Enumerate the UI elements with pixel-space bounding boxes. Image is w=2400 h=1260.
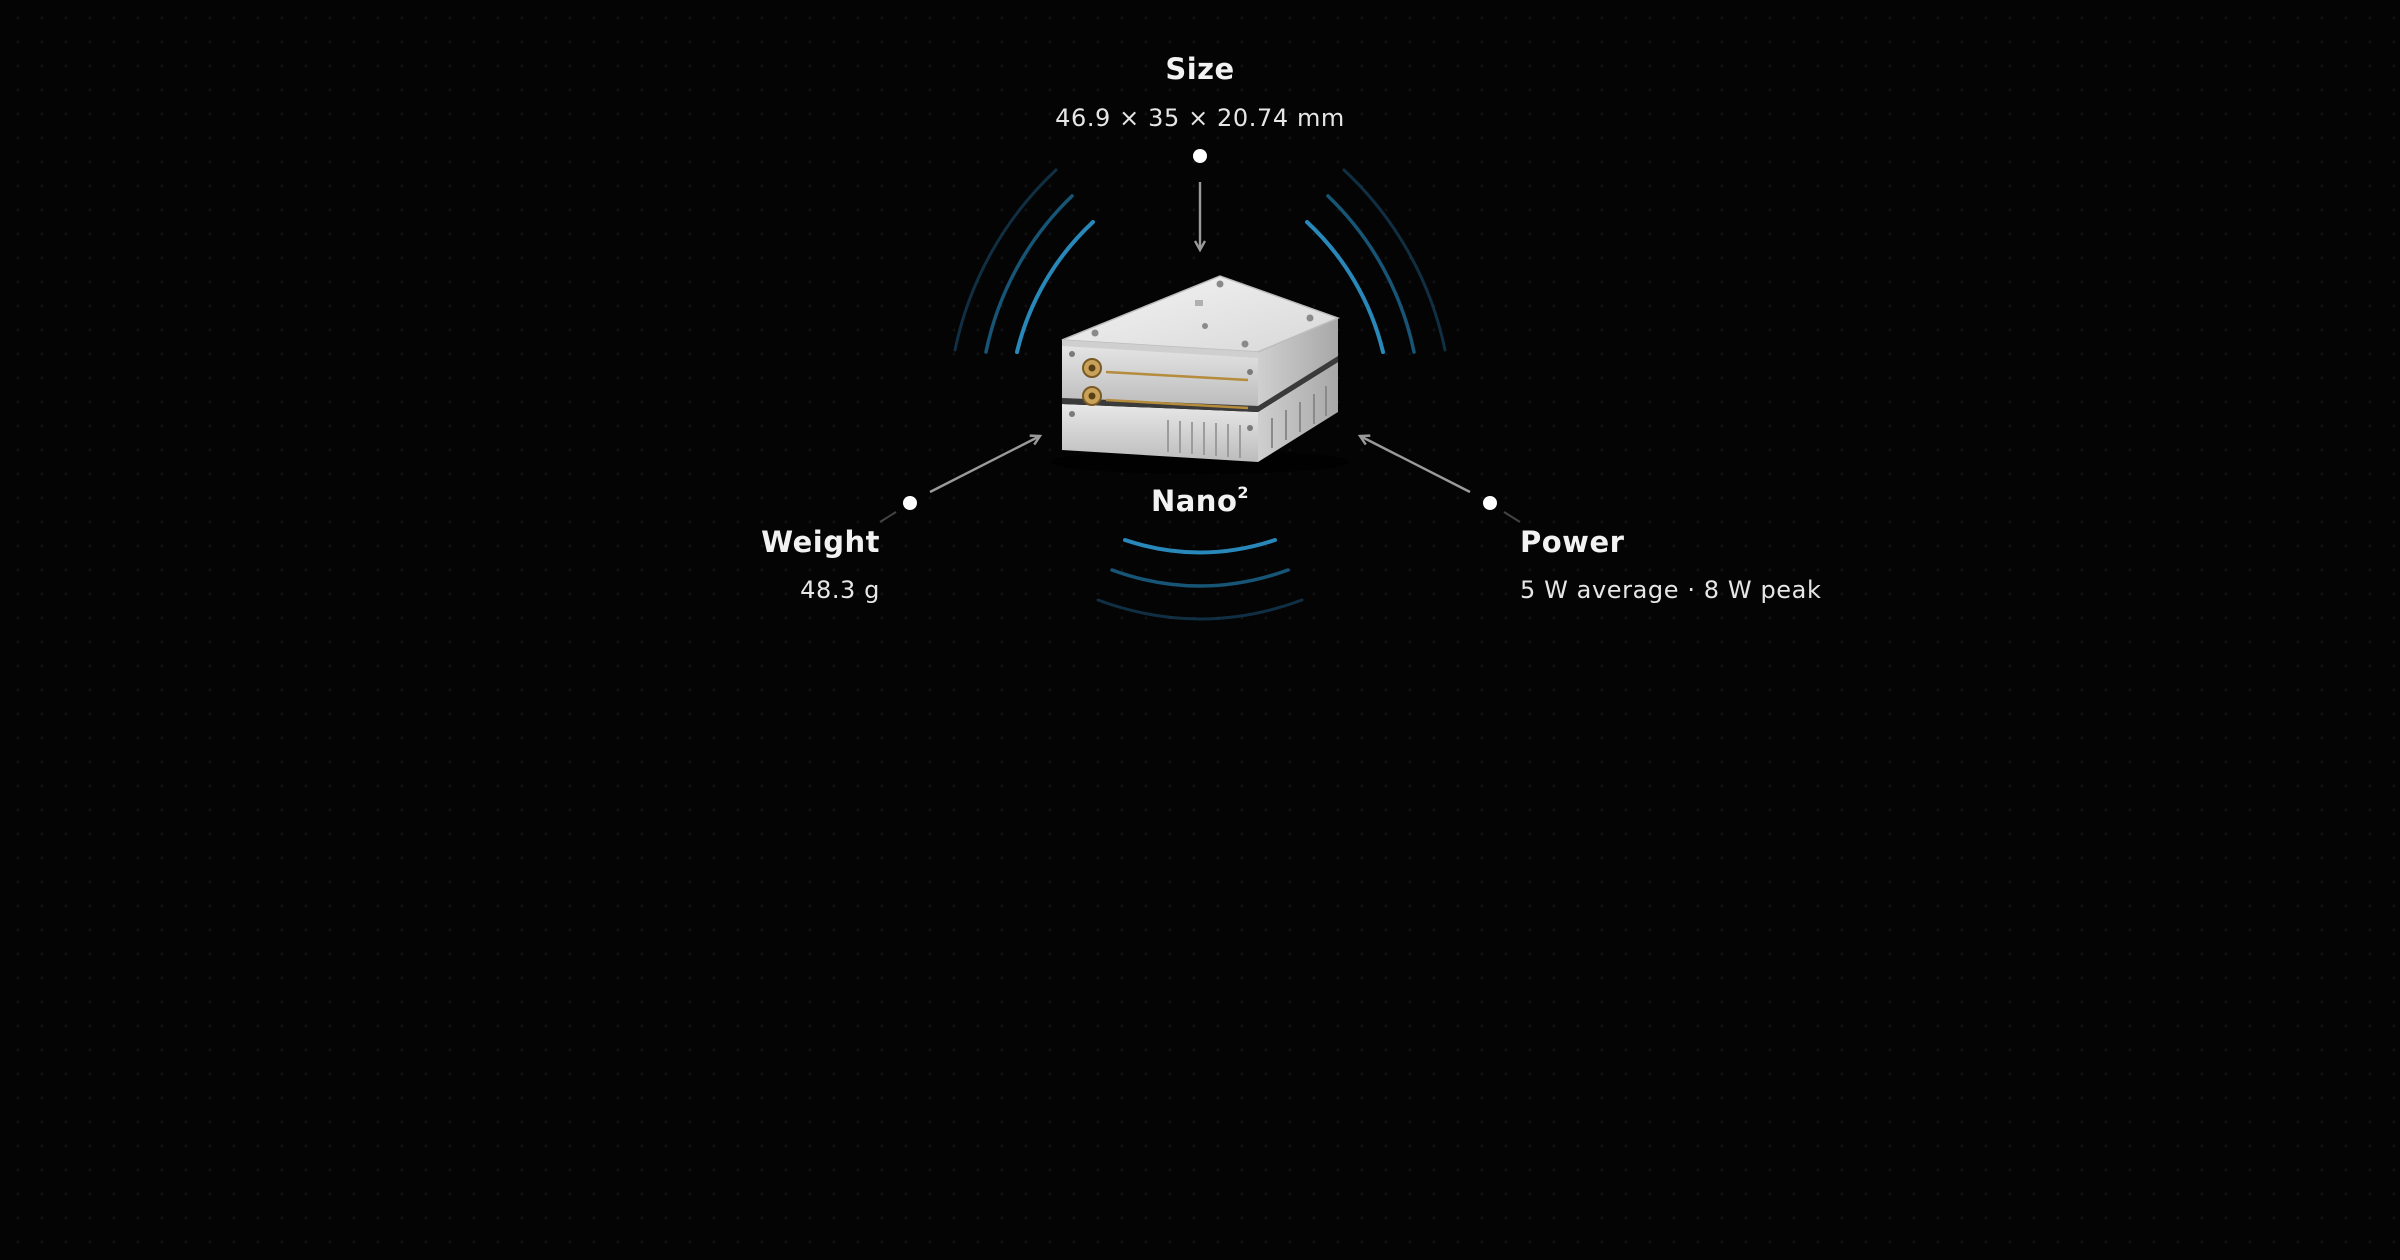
product-name: Nano2 bbox=[1150, 483, 1250, 518]
size-title: Size bbox=[1165, 52, 1235, 86]
power-value: 5 W average · 8 W peak bbox=[1520, 576, 1822, 604]
size-value: 46.9 × 35 × 20.74 mm bbox=[1055, 104, 1345, 132]
product-name-text: Nano bbox=[1150, 484, 1238, 518]
weight-value: 48.3 g bbox=[800, 576, 880, 604]
power-title: Power bbox=[1520, 525, 1625, 559]
weight-pointer bbox=[879, 436, 1040, 523]
product-name-superscript: 2 bbox=[1237, 483, 1250, 503]
size-pointer bbox=[1193, 149, 1207, 250]
power-pointer bbox=[1360, 436, 1521, 523]
nano-device-image bbox=[1050, 275, 1350, 474]
bottom-signal-arcs-icon bbox=[1096, 538, 1304, 621]
right-signal-arcs-icon bbox=[1305, 168, 1447, 354]
weight-title: Weight bbox=[761, 525, 880, 559]
left-signal-arcs-icon bbox=[953, 168, 1095, 354]
